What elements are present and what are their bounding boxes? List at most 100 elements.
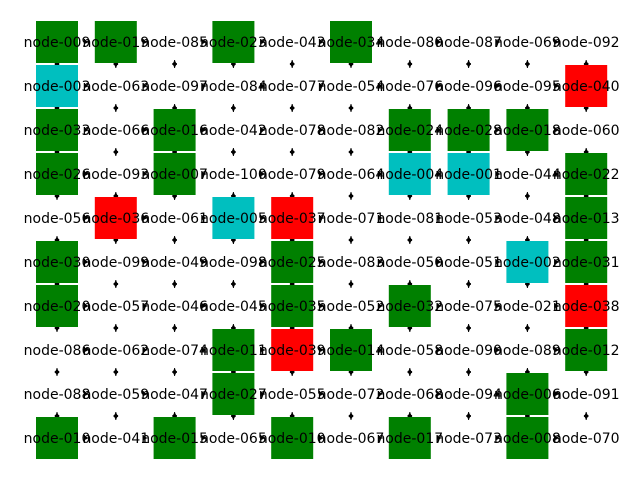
node-label: node-040: [553, 79, 620, 95]
node-label: node-072: [318, 387, 385, 403]
node-label: node-069: [494, 35, 561, 51]
node-label: node-066: [82, 123, 149, 139]
node-label: node-048: [494, 211, 561, 227]
label-layer: node-009node-019node-085node-023node-043…: [24, 35, 620, 447]
node-box: [330, 329, 372, 371]
node-label: node-084: [200, 79, 267, 95]
node-box: [94, 21, 137, 63]
node-label: node-075: [435, 299, 502, 315]
node-label: node-094: [435, 387, 502, 403]
node-label: node-086: [24, 343, 91, 359]
node-label: node-018: [494, 123, 561, 139]
node-label: node-026: [24, 167, 91, 183]
node-label: node-039: [259, 343, 326, 359]
node-layer: [36, 21, 608, 459]
node-label: node-020: [24, 299, 91, 315]
node-label: node-003: [24, 79, 91, 95]
node-box: [36, 285, 78, 327]
node-label: node-036: [82, 211, 149, 227]
node-label: node-059: [82, 387, 149, 403]
node-box: [212, 373, 255, 415]
node-label: node-090: [435, 343, 502, 359]
node-box: [388, 153, 431, 195]
node-label: node-060: [553, 123, 620, 139]
node-box: [212, 197, 255, 239]
node-box: [506, 417, 549, 459]
node-label: node-100: [200, 167, 267, 183]
node-label: node-013: [553, 211, 620, 227]
node-label: node-050: [376, 255, 443, 271]
node-label: node-054: [318, 79, 385, 95]
node-box: [271, 241, 314, 283]
node-box: [36, 21, 78, 63]
node-label: node-047: [141, 387, 208, 403]
node-box: [36, 417, 78, 459]
node-box: [36, 65, 78, 107]
node-label: node-011: [200, 343, 267, 359]
node-label: node-010: [259, 431, 326, 447]
node-label: node-037: [259, 211, 326, 227]
node-label: node-068: [376, 387, 443, 403]
node-label: node-007: [141, 167, 208, 183]
node-label: node-019: [82, 35, 149, 51]
node-box: [271, 285, 314, 327]
node-label: node-087: [435, 35, 502, 51]
node-box: [388, 285, 431, 327]
node-box: [447, 109, 490, 151]
node-box: [506, 373, 549, 415]
node-box: [212, 21, 255, 63]
node-label: node-051: [435, 255, 502, 271]
node-box: [271, 197, 314, 239]
node-label: node-009: [24, 35, 91, 51]
node-label: node-045: [200, 299, 267, 315]
node-box: [447, 153, 490, 195]
node-label: node-088: [24, 387, 91, 403]
node-label: node-070: [553, 431, 620, 447]
node-label: node-001: [435, 167, 502, 183]
node-label: node-065: [200, 431, 267, 447]
node-box: [330, 21, 372, 63]
node-label: node-017: [376, 431, 443, 447]
node-label: node-057: [82, 299, 149, 315]
node-label: node-099: [82, 255, 149, 271]
node-label: node-053: [435, 211, 502, 227]
node-box: [565, 329, 608, 371]
node-box: [388, 109, 431, 151]
node-label: node-067: [318, 431, 385, 447]
node-label: node-038: [553, 299, 620, 315]
node-label: node-082: [318, 123, 385, 139]
node-label: node-012: [553, 343, 620, 359]
node-box: [36, 153, 78, 195]
node-label: node-015: [141, 431, 208, 447]
node-label: node-098: [200, 255, 267, 271]
node-label: node-077: [259, 79, 326, 95]
node-label: node-044: [494, 167, 561, 183]
node-box: [565, 153, 608, 195]
node-box: [388, 417, 431, 459]
node-label: node-006: [494, 387, 561, 403]
node-label: node-031: [553, 255, 620, 271]
node-label: node-043: [259, 35, 326, 51]
node-label: node-091: [553, 387, 620, 403]
node-box: [506, 109, 549, 151]
node-label: node-083: [318, 255, 385, 271]
node-label: node-058: [376, 343, 443, 359]
node-label: node-076: [376, 79, 443, 95]
node-label: node-027: [200, 387, 267, 403]
node-box: [565, 197, 608, 239]
node-label: node-035: [259, 299, 326, 315]
node-label: node-080: [376, 35, 443, 51]
node-label: node-042: [200, 123, 267, 139]
node-box: [271, 417, 314, 459]
node-label: node-021: [494, 299, 561, 315]
node-box: [271, 329, 314, 371]
node-label: node-024: [376, 123, 443, 139]
node-label: node-052: [318, 299, 385, 315]
node-box: [565, 285, 608, 327]
node-label: node-071: [318, 211, 385, 227]
node-label: node-089: [494, 343, 561, 359]
node-box: [565, 241, 608, 283]
node-label: node-041: [82, 431, 149, 447]
node-label: node-056: [24, 211, 91, 227]
